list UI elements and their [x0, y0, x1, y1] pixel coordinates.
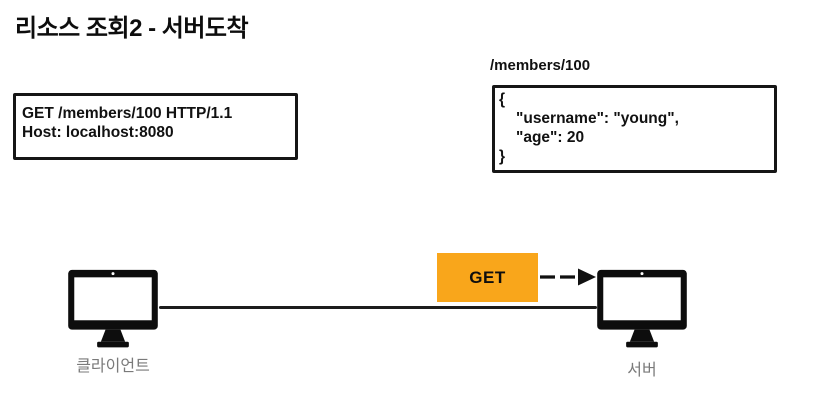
arrow-right-icon	[540, 268, 596, 286]
resource-json-box: { "username": "young", "age": 20 }	[492, 85, 777, 173]
server-label: 서버	[627, 362, 657, 379]
request-host-header: Host: localhost:8080	[22, 124, 174, 141]
network-connection-line	[159, 306, 597, 309]
resource-uri-label: /members/100	[490, 57, 591, 74]
slide-title: 리소스 조회2 - 서버도착	[15, 15, 249, 42]
client-label: 클라이언트	[76, 358, 150, 375]
client-computer-icon	[68, 269, 158, 348]
get-message-label: GET	[469, 267, 506, 287]
json-username-line: "username": "young",	[516, 110, 679, 127]
get-message-box: GET	[437, 253, 538, 302]
request-start-line: GET /members/100 HTTP/1.1	[22, 105, 233, 122]
json-age-line: "age": 20	[516, 129, 585, 146]
http-request-box: GET /members/100 HTTP/1.1 Host: localhos…	[13, 93, 298, 160]
server-computer-icon	[597, 269, 687, 348]
json-open-brace: {	[499, 91, 506, 108]
json-close-brace: }	[499, 148, 506, 165]
